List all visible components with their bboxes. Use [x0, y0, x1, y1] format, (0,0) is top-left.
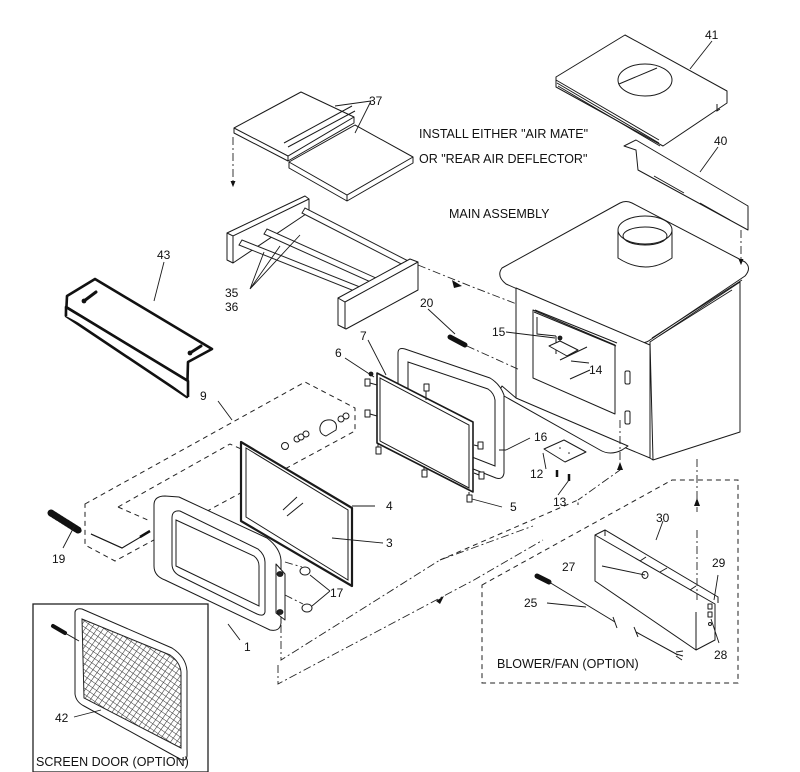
- main-assembly-label: MAIN ASSEMBLY: [449, 207, 550, 221]
- part-label-7: 7: [360, 329, 367, 343]
- part-label-42: 42: [55, 711, 69, 725]
- install-note-line2: OR "REAR AIR DEFLECTOR": [419, 152, 587, 166]
- rear-air-deflector-part: [623, 139, 749, 231]
- part-label-5: 5: [510, 500, 517, 514]
- baffle-support-assembly: [226, 195, 419, 330]
- part-label-41: 41: [705, 28, 719, 42]
- part-label-27: 27: [562, 560, 576, 574]
- hinge-cap-part: [284, 561, 313, 613]
- part-label-19: 19: [52, 552, 66, 566]
- install-note-line1: INSTALL EITHER "AIR MATE": [419, 127, 588, 141]
- bracket-43-part: [64, 277, 214, 399]
- arrow-icon: [436, 596, 444, 604]
- part-label-35: 35: [225, 286, 239, 300]
- part-label-15: 15: [492, 325, 506, 339]
- part-label-37: 37: [369, 94, 383, 108]
- glass-frame-part: [364, 371, 485, 503]
- blower-box-guide: [439, 499, 579, 561]
- door-glass-part: [239, 440, 354, 588]
- part-label-16: 16: [534, 430, 548, 444]
- part-label-6: 6: [335, 346, 342, 360]
- part-label-3: 3: [386, 536, 393, 550]
- part-label-28: 28: [714, 648, 728, 662]
- arrow-icon: [617, 462, 623, 470]
- part-label-13: 13: [553, 495, 567, 509]
- part-label-29: 29: [712, 556, 726, 570]
- plate-part: [543, 439, 587, 481]
- blower-option-region: [481, 479, 739, 684]
- screen-door-option-box: [32, 603, 209, 772]
- part-label-40: 40: [714, 134, 728, 148]
- leader-lines: [62, 40, 720, 718]
- power-cord-part: [534, 573, 684, 661]
- part-label-43: 43: [157, 248, 171, 262]
- stove-main-body: [499, 201, 749, 461]
- blower-housing-part: [594, 498, 719, 651]
- door-part: [153, 495, 534, 661]
- blower-option-label: BLOWER/FAN (OPTION): [497, 657, 639, 671]
- part-label-4: 4: [386, 499, 393, 513]
- part-label-12: 12: [530, 467, 544, 481]
- spring-handle-part: [47, 509, 82, 534]
- arrow-icon: [452, 280, 462, 288]
- door-guide-line: [277, 539, 544, 685]
- part-label-1: 1: [244, 640, 251, 654]
- screen-door-option-label: SCREEN DOOR (OPTION): [36, 755, 189, 769]
- part-label-30: 30: [656, 511, 670, 525]
- air-mate-part: [555, 34, 728, 147]
- part-label-9: 9: [200, 389, 207, 403]
- part-label-14: 14: [589, 363, 603, 377]
- part-label-17: 17: [330, 586, 344, 600]
- air-control-handle-part: [447, 334, 521, 371]
- baffle-board-part: [233, 91, 414, 202]
- part-label-25: 25: [524, 596, 538, 610]
- part-label-36: 36: [225, 300, 239, 314]
- part-label-20: 20: [420, 296, 434, 310]
